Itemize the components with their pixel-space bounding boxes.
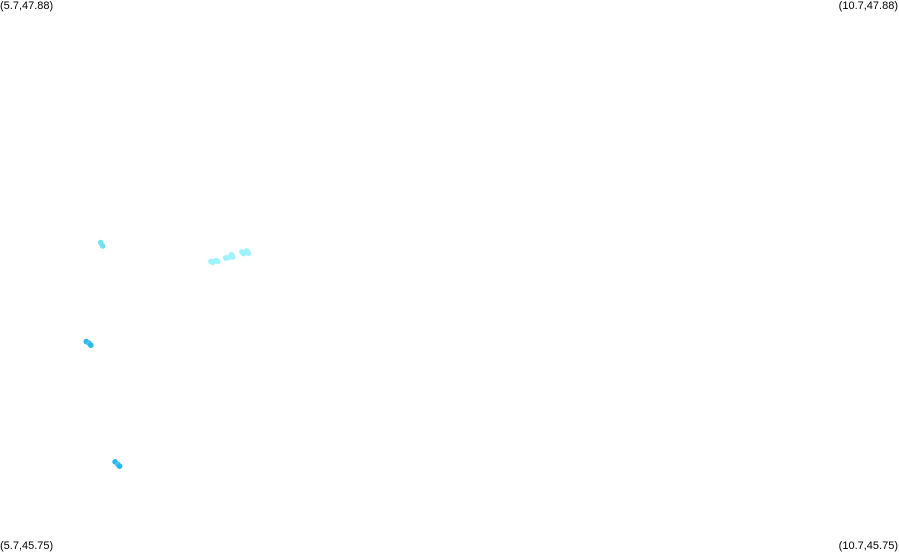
map-point-6[interactable]	[215, 258, 221, 265]
corner-label-bottom-right: (10.7,45.75)	[838, 540, 898, 552]
map-point-1[interactable]	[99, 243, 106, 249]
corner-label-top-left: (5.7,47.88)	[0, 0, 54, 12]
map-point-10[interactable]	[230, 254, 236, 260]
map-point-17[interactable]	[88, 342, 94, 349]
map-point-14[interactable]	[245, 250, 252, 256]
map-point-20[interactable]	[116, 463, 123, 470]
corner-label-bottom-left: (5.7,45.75)	[0, 540, 54, 552]
points-layer	[83, 239, 252, 470]
corner-label-top-right: (10.7,47.88)	[838, 0, 898, 12]
